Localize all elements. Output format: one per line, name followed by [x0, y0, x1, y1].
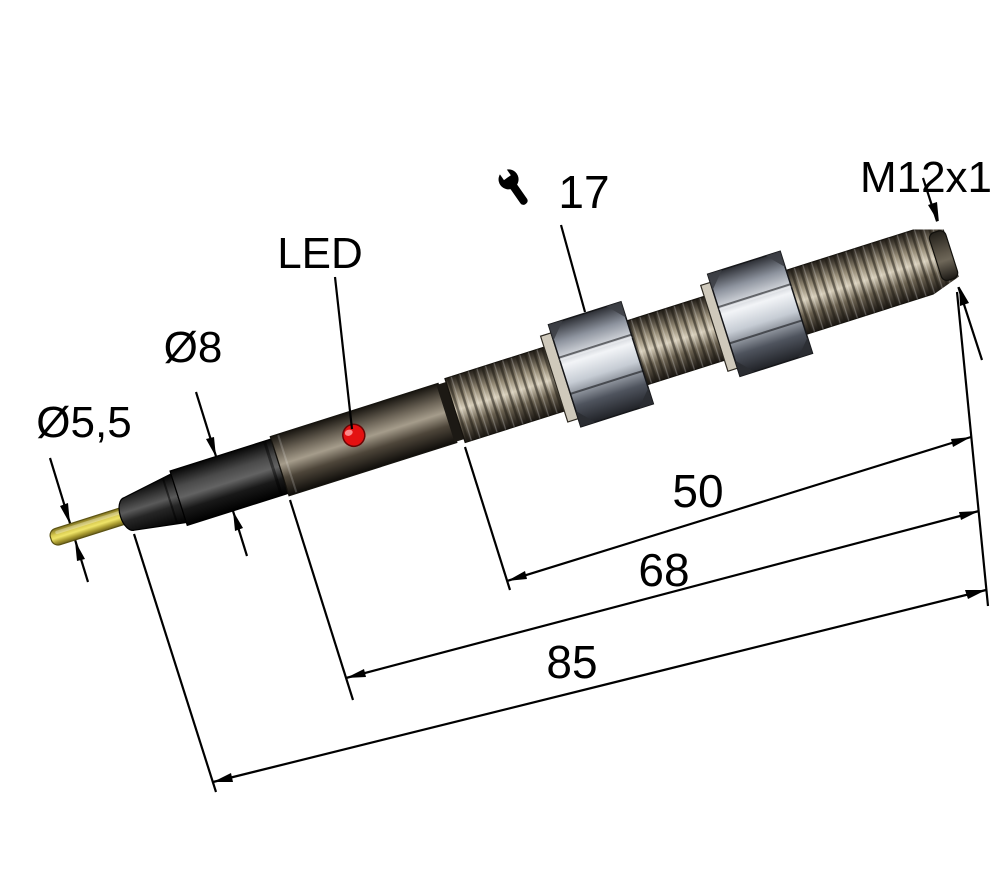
sensor-body	[49, 219, 965, 546]
gland-step	[263, 441, 283, 496]
dimension-lines	[48, 177, 990, 793]
cable-highlight	[55, 509, 126, 535]
arrow-cable-dia-top	[60, 503, 70, 524]
extension-line-tip	[955, 291, 990, 607]
arrow-68-left	[346, 669, 366, 678]
thread-groove	[436, 381, 465, 443]
extension-line-housing	[288, 499, 355, 701]
extension-line-thread-start	[463, 446, 512, 591]
tip-chamfer-top	[911, 219, 947, 230]
leader-lines	[333, 224, 587, 430]
cable-gland-nose	[118, 473, 188, 531]
tip-chamfer-bottom	[932, 275, 965, 296]
wrench-leader-line	[559, 224, 587, 313]
wrench-icon	[494, 161, 528, 205]
gland-diameter-label: Ø8	[164, 323, 223, 372]
housing-edge-highlight	[277, 434, 298, 493]
arrow-85-right	[965, 590, 986, 599]
dim-line-68	[345, 509, 980, 680]
wrench-size-label: 17	[558, 166, 609, 218]
arrow-gland-dia-top	[206, 437, 216, 457]
dimension-arrowheads	[60, 202, 986, 782]
arrow-gland-dia-bottom	[233, 511, 243, 531]
led-label: LED	[277, 229, 363, 278]
arrow-thread-dia-top	[928, 202, 939, 223]
arrow-cable-dia-bottom	[75, 541, 85, 561]
dim-line-85	[212, 588, 987, 784]
dim-50-label: 50	[672, 465, 723, 517]
dim-68-label: 68	[638, 544, 689, 596]
led-leader-line	[333, 276, 354, 430]
arrow-85-left	[213, 773, 233, 782]
gland-ridge	[161, 477, 179, 525]
hex-nut-2	[706, 250, 814, 378]
dim-85-label: 85	[546, 636, 597, 688]
arrow-50-left	[507, 571, 527, 581]
extension-line-cable-gland	[132, 533, 218, 793]
arrow-thread-dia-bottom	[959, 286, 969, 306]
hex-nut-1	[547, 300, 655, 428]
arrow-50-right	[951, 437, 971, 447]
sensor-tip	[928, 230, 959, 282]
dim-line-50	[506, 435, 972, 583]
led-highlight	[344, 429, 353, 436]
arrow-68-right	[959, 511, 979, 520]
thread-spec-label: M12x1	[860, 153, 992, 202]
cable-diameter-label: Ø5,5	[36, 398, 131, 447]
labels: Ø5,5 Ø8 LED 17 M12x1 50 68 85	[36, 153, 992, 688]
